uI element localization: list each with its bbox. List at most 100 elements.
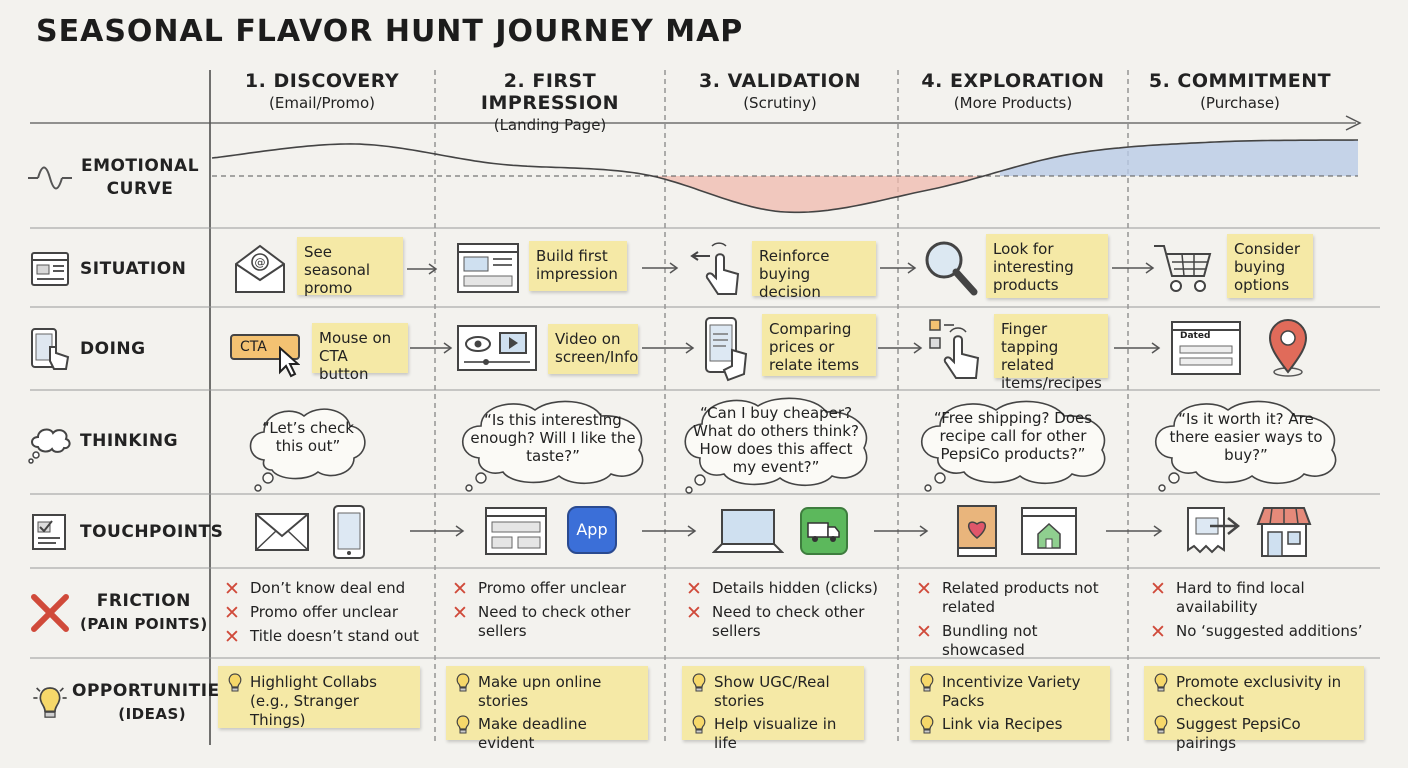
row-label-thinking: THINKING	[0, 416, 210, 466]
storefront-icon	[1256, 507, 1312, 557]
thought-cloud-3	[684, 397, 868, 494]
opportunity-text: Show UGC/Real stories	[714, 673, 830, 710]
opportunity-card-1: Highlight Collabs (e.g., Stranger Things…	[218, 666, 420, 730]
stage-subtitle: (Landing Page)	[493, 116, 607, 134]
bulb-icon	[920, 715, 934, 734]
opportunity-text: Incentivize Variety Packs	[942, 673, 1081, 710]
arrow-right-icon	[407, 263, 438, 275]
friction-text: No ‘suggested additions’	[1176, 622, 1363, 640]
doing-sticky-1: Mouse on CTA button	[312, 323, 408, 383]
opportunity-card-4: Incentivize Variety Packs Link via Recip…	[910, 666, 1110, 740]
x-icon: ✕	[916, 578, 932, 600]
location-pin-icon	[1268, 319, 1308, 377]
thinking-text-1: “Let’s check this out”	[262, 419, 354, 455]
bulb-icon	[456, 673, 470, 692]
bulb-icon	[692, 673, 706, 692]
friction-list-1: ✕Don’t know deal end ✕Promo offer unclea…	[224, 579, 424, 651]
stage-subtitle: (More Products)	[953, 94, 1073, 112]
form-heading-label: Dated	[1180, 331, 1211, 341]
friction-text: Hard to find local availability	[1176, 579, 1305, 616]
opportunity-text: Link via Recipes	[942, 715, 1063, 733]
row-label-situation: SITUATION	[0, 244, 210, 294]
bulb-icon	[920, 673, 934, 692]
cta-button-label: CTA	[230, 334, 300, 360]
app-icon: App	[567, 506, 617, 554]
friction-text: Promo offer unclear	[250, 603, 399, 621]
doing-sticky-4: Finger tapping related items/recipes	[994, 314, 1108, 392]
friction-text: Bundling not showcased	[942, 622, 1038, 659]
opportunity-item: Highlight Collabs (e.g., Stranger Things…	[226, 673, 412, 730]
x-icon: ✕	[1150, 578, 1166, 600]
cta-button-icon: CTA	[230, 334, 300, 378]
situation-sticky-5: Consider buying options	[1227, 234, 1313, 298]
x-icon: ✕	[1150, 621, 1166, 643]
row-label-doing: DOING	[0, 324, 210, 374]
friction-text: Title doesn’t stand out	[250, 627, 419, 645]
form-window-shape	[1171, 321, 1241, 375]
situation-sticky-3: Reinforce buying decision	[752, 241, 876, 301]
friction-item: ✕Promo offer unclear	[452, 579, 652, 599]
stage-header-2: 2. FIRST IMPRESSION (Landing Page)	[440, 70, 660, 134]
situation-sticky-1: See seasonal promo	[297, 237, 403, 297]
opportunity-text: Make deadline evident	[478, 715, 587, 752]
svg-text:@: @	[255, 256, 266, 269]
emotional-curve-negative-area	[656, 176, 981, 213]
friction-list-5: ✕ Hard to find local availability ✕ No ‘su…	[1150, 579, 1370, 646]
stage-header-5: 5. COMMITMENT (Purchase)	[1130, 70, 1350, 112]
x-icon: ✕	[224, 602, 240, 624]
row-label-text: THINKING	[80, 430, 179, 451]
magnifying-glass-icon	[925, 241, 978, 296]
arrow-right-icon	[1106, 525, 1163, 537]
bulb-icon	[456, 715, 470, 734]
recipe-book-icon	[957, 505, 997, 557]
arrow-right-icon	[642, 525, 697, 537]
thought-cloud-1	[249, 408, 366, 492]
smartphone-hand-icon	[705, 317, 748, 382]
thinking-text-5: “Is it worth it? Are there easier ways t…	[1169, 410, 1323, 464]
friction-item: ✕Details hidden (clicks)	[686, 579, 886, 599]
row-label-subtext: (PAIN POINTS)	[80, 615, 208, 633]
light-bulb-icon	[33, 687, 67, 718]
stage-name: 5. COMMITMENT	[1148, 70, 1332, 92]
wave-icon	[28, 166, 72, 190]
delivery-truck-icon	[800, 507, 848, 555]
mouse-cursor-icon	[279, 346, 300, 378]
arrow-right-icon	[642, 262, 679, 274]
tap-gesture-icon	[690, 242, 740, 295]
opportunity-text: Highlight Collabs (e.g., Stranger Things…	[250, 673, 378, 729]
thought-cloud-5	[1155, 400, 1337, 492]
opportunity-item: Make upn online stories	[454, 673, 640, 711]
row-label-opportunities: OPPORTUNITIES (IDEAS)	[0, 678, 232, 728]
laptop-icon	[712, 509, 784, 553]
friction-text: Promo offer unclear	[478, 579, 627, 597]
row-label-text: DOING	[80, 338, 146, 359]
home-page-icon	[1021, 507, 1077, 555]
x-icon: ✕	[452, 602, 468, 624]
opportunity-card-2: Make upn online stories Make deadline ev…	[446, 666, 648, 752]
arrow-right-icon	[1114, 342, 1161, 354]
opportunity-item: Incentivize Variety Packs	[918, 673, 1102, 711]
row-label-text: SITUATION	[80, 258, 187, 279]
bulb-icon	[228, 673, 242, 692]
thought-cloud-4	[921, 400, 1106, 492]
friction-item: ✕ No ‘suggested additions’	[1150, 621, 1370, 643]
opportunity-text: Make upn online stories	[478, 673, 602, 710]
situation-sticky-2: Build first impression	[529, 241, 627, 291]
mail-envelope-icon	[255, 513, 309, 551]
friction-item: ✕Related products not related	[916, 579, 1122, 617]
opportunity-item: Suggest PepsiCo pairings	[1152, 715, 1356, 753]
stage-name: 1. DISCOVERY	[244, 70, 400, 92]
red-x-icon	[31, 594, 69, 632]
stage-header-4: 4. EXPLORATION (More Products)	[903, 70, 1123, 112]
friction-item: ✕ Bundling not showcased	[916, 622, 1122, 660]
row-label-text: EMOTIONAL CURVE	[80, 156, 200, 199]
checklist-icon	[32, 514, 66, 550]
opportunity-item: Link via Recipes	[918, 715, 1102, 734]
situation-sticky-4: Look for interesting products	[986, 234, 1108, 298]
stage-header-3: 3. VALIDATION (Scrutiny)	[670, 70, 890, 112]
row-label-text: OPPORTUNITIES	[72, 681, 233, 701]
x-icon: ✕	[916, 621, 932, 643]
row-label-touchpoints: TOUCHPOINTS	[0, 507, 223, 557]
bulb-icon	[692, 715, 706, 734]
